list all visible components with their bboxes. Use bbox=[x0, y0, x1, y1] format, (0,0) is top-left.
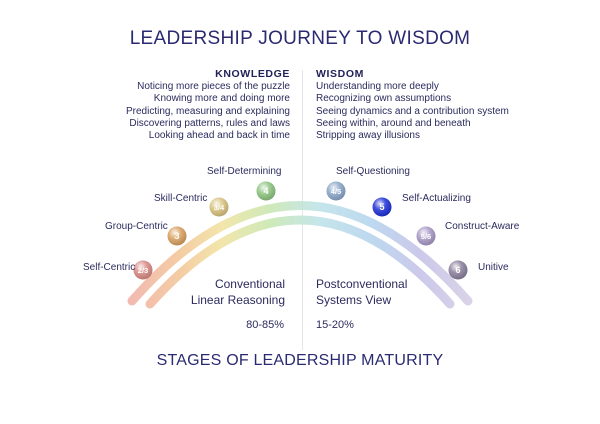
knowledge-item: Discovering patterns, rules and laws bbox=[129, 117, 290, 129]
stage-ball-shine bbox=[209, 197, 229, 217]
stage-label-construct-aware: Construct-Aware bbox=[445, 221, 520, 232]
stage-label-self-determining: Self-Determining bbox=[207, 166, 282, 177]
wisdom-heading: WISDOM bbox=[316, 68, 364, 80]
wisdom-item: Recognizing own assumptions bbox=[316, 93, 452, 105]
stage-ball-shine bbox=[256, 181, 276, 201]
stage-marker: 2/3 bbox=[133, 260, 153, 280]
stage-label-group-centric: Group-Centric bbox=[105, 221, 168, 232]
stage-marker: 4 bbox=[256, 181, 276, 201]
postconventional-text: Postconventional Systems View bbox=[316, 276, 407, 308]
stage-marker: 4/5 bbox=[326, 181, 346, 201]
stage-ball-shine bbox=[372, 197, 392, 217]
conventional-line2: Linear Reasoning bbox=[190, 293, 285, 307]
wisdom-item: Seeing within, around and beneath bbox=[316, 117, 471, 129]
conventional-text: Conventional Linear Reasoning bbox=[191, 276, 285, 308]
knowledge-item: Predicting, measuring and explaining bbox=[126, 105, 290, 117]
knowledge-item: Knowing more and doing more bbox=[153, 93, 290, 105]
stage-label-self-questioning: Self-Questioning bbox=[336, 166, 410, 177]
postconventional-percent: 15-20% bbox=[316, 319, 354, 331]
outer-arc bbox=[127, 201, 473, 306]
knowledge-heading: KNOWLEDGE bbox=[215, 68, 290, 80]
diagram-subtitle: STAGES OF LEADERSHIP MATURITY bbox=[156, 352, 444, 369]
stage-marker: 5/6 bbox=[416, 226, 436, 246]
stage-marker: 6 bbox=[448, 260, 468, 280]
wisdom-column: WISDOM Understanding more deeply Recogni… bbox=[316, 68, 509, 142]
stage-number: 3 bbox=[174, 231, 179, 241]
page-title: LEADERSHIP JOURNEY TO WISDOM bbox=[129, 28, 471, 49]
stage-marker: 3/4 bbox=[209, 197, 229, 217]
knowledge-item: Noticing more pieces of the puzzle bbox=[137, 81, 290, 93]
stage-number: 4 bbox=[263, 186, 268, 196]
conventional-percent: 80-85% bbox=[246, 319, 284, 331]
stage-ball-shine bbox=[416, 226, 436, 246]
wisdom-item: Understanding more deeply bbox=[316, 81, 439, 93]
stage-number: 3/4 bbox=[214, 203, 225, 212]
wisdom-item: Seeing dynamics and a contribution syste… bbox=[316, 105, 509, 117]
inner-arc bbox=[145, 215, 455, 309]
wisdom-item: Stripping away illusions bbox=[316, 130, 420, 142]
stage-label-self-centric: Self-Centric bbox=[83, 262, 136, 273]
stage-ball-shine bbox=[167, 226, 187, 246]
stage-marker: 5 bbox=[372, 197, 392, 217]
stage-number: 6 bbox=[455, 265, 460, 275]
stage-ball-shine bbox=[448, 260, 468, 280]
conventional-line1: Conventional bbox=[214, 277, 285, 291]
knowledge-item: Looking ahead and back in time bbox=[148, 130, 290, 142]
postconventional-line1: Postconventional bbox=[316, 277, 408, 291]
knowledge-column: KNOWLEDGE Noticing more pieces of the pu… bbox=[126, 68, 290, 142]
postconventional-line2: Systems View bbox=[316, 293, 392, 307]
stage-number: 5/6 bbox=[421, 232, 431, 241]
stage-marker: 3 bbox=[167, 226, 187, 246]
stage-label-self-actualizing: Self-Actualizing bbox=[402, 193, 471, 204]
stage-ball-shine bbox=[133, 260, 153, 280]
stage-label-skill-centric: Skill-Centric bbox=[154, 193, 208, 204]
stage-number: 5 bbox=[379, 202, 384, 212]
stage-number: 2/3 bbox=[138, 266, 148, 275]
stage-ball-shine bbox=[326, 181, 346, 201]
stage-number: 4/5 bbox=[331, 187, 341, 196]
stage-label-unitive: Unitive bbox=[478, 262, 509, 273]
